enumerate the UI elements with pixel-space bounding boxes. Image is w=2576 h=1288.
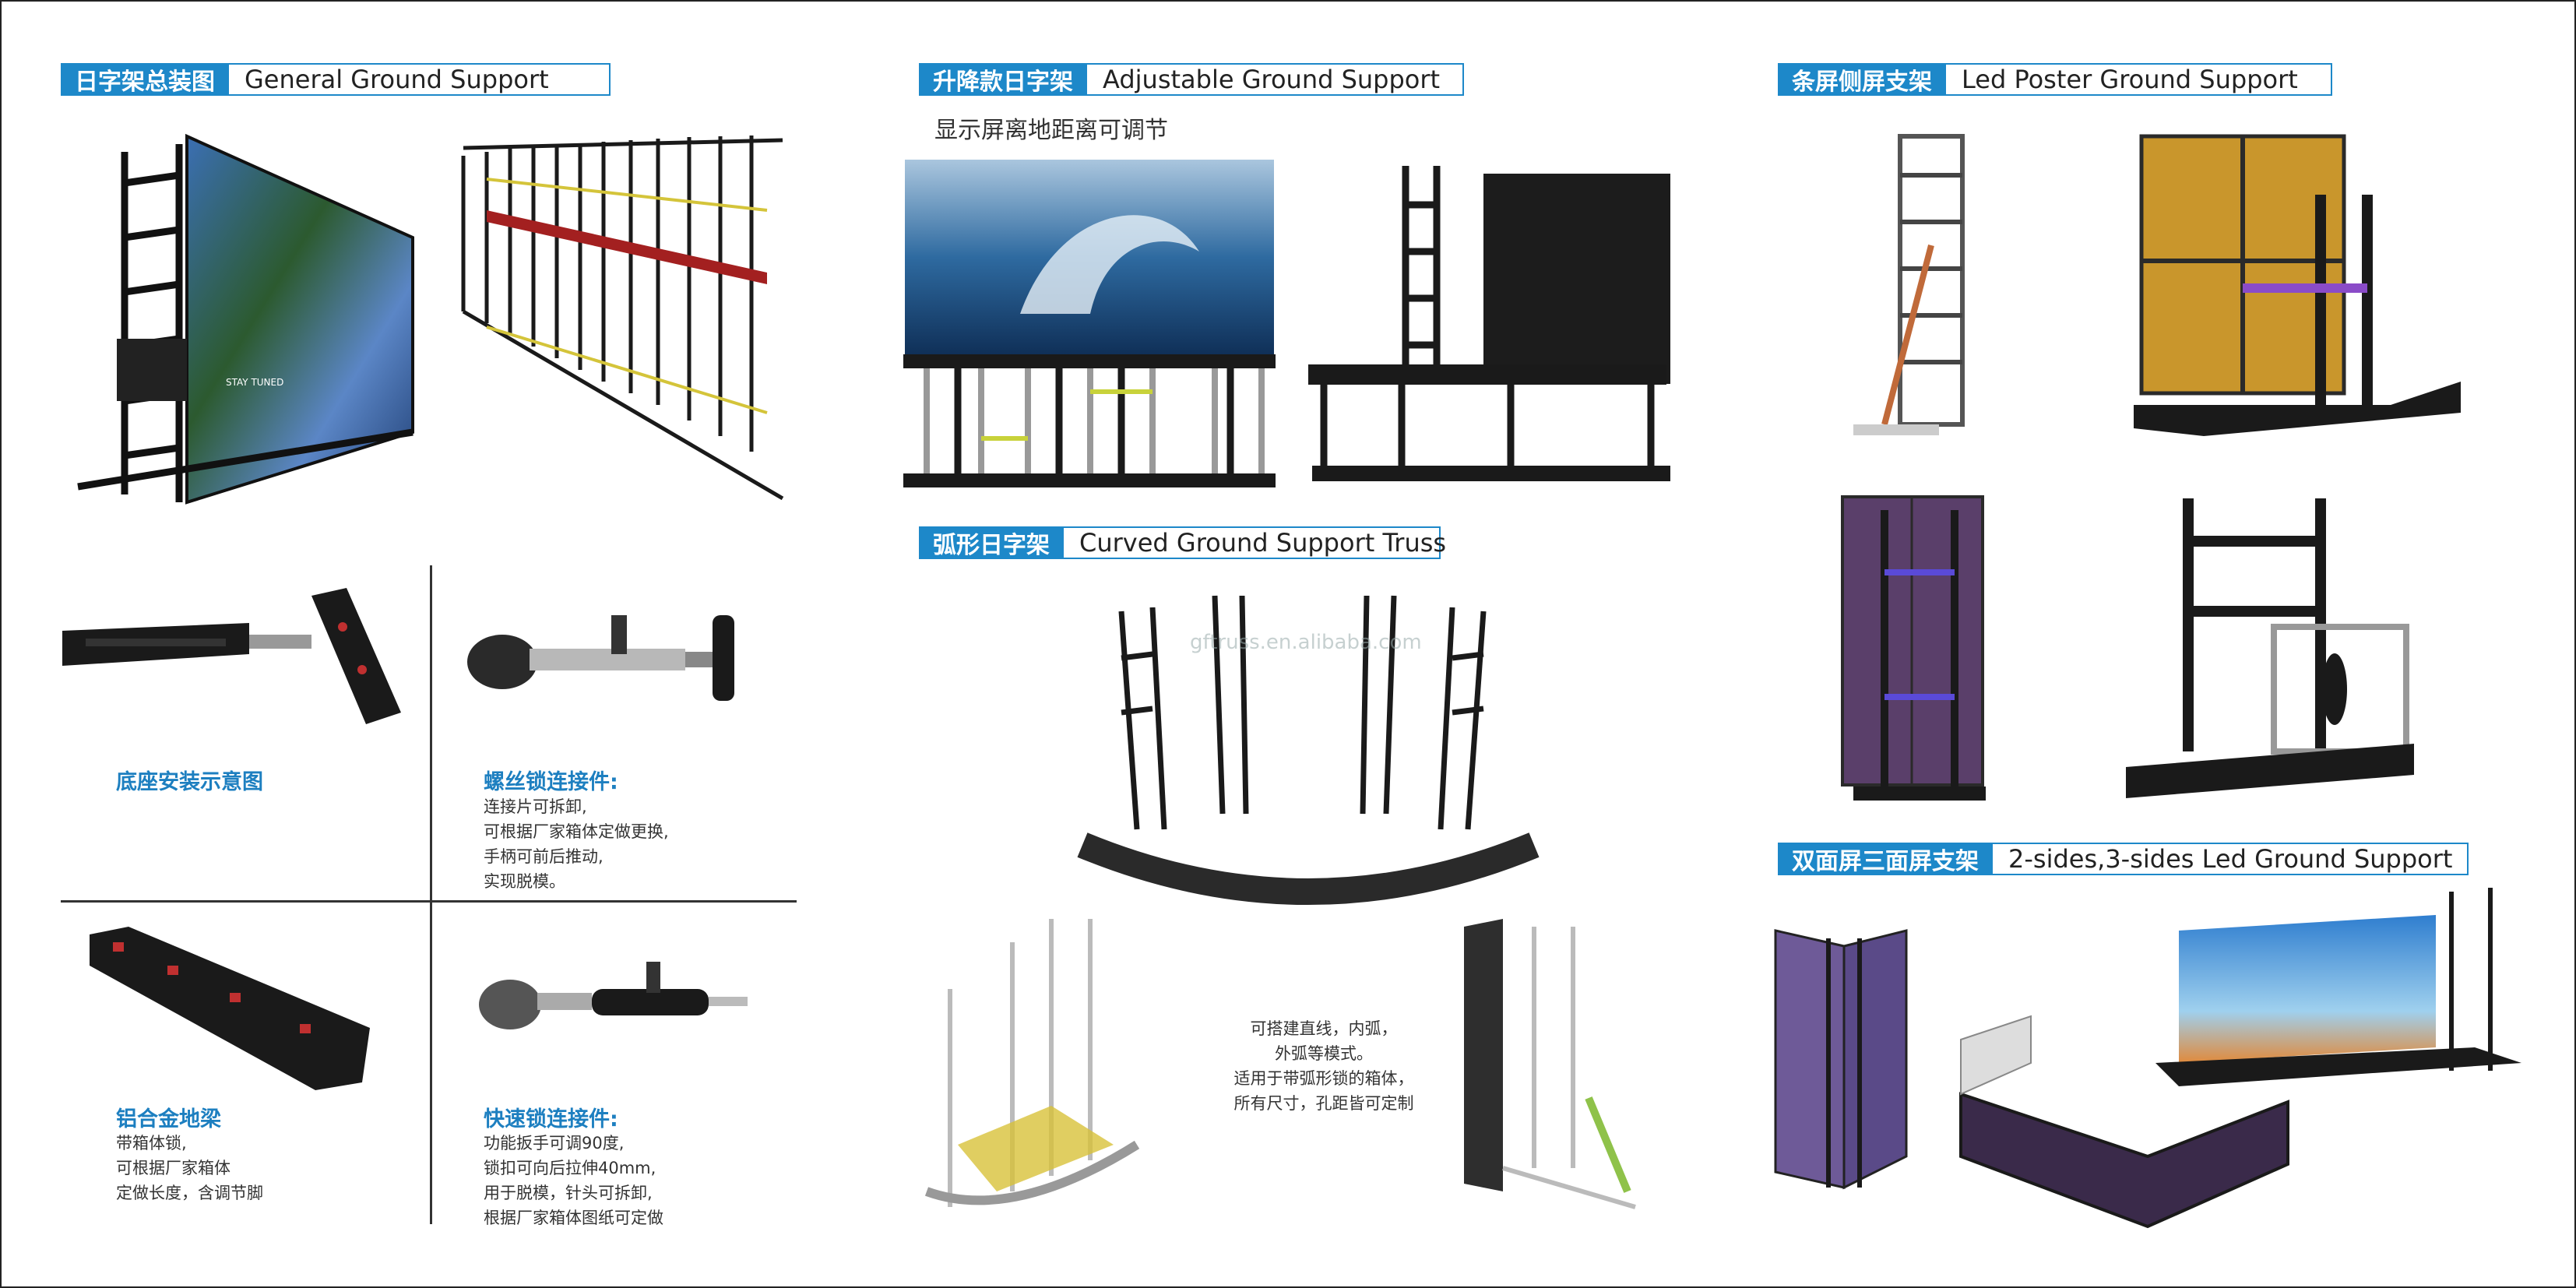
section-title-en: Led Poster Ground Support [1946,63,2332,96]
three-sides-photo [1959,888,2521,1229]
beam-photo [90,927,370,1090]
wave-screen-photo [903,160,1276,487]
section-title-en: 2-sides,3-sides Led Ground Support [1993,843,2469,875]
section-title-cn: 日字架总装图 [61,63,229,96]
section-title-cn: 双面屏三面屏支架 [1778,843,1993,875]
curved-description: 可搭建直线，内弧， 外弧等模式。 适用于带弧形锁的箱体， 所有尺寸，孔距皆可定制 [1233,1019,1414,1113]
caption-screwlock-body: 连接片可拆卸, 可根据厂家箱体定做更换, 手柄可前后推动, 实现脱模。 [484,797,669,891]
svg-text:STAY TUNED: STAY TUNED [226,377,283,388]
section-header-general: 日字架总装图 General Ground Support [61,63,611,96]
curved-panel-photo [1464,919,1636,1209]
section-title-en: Adjustable Ground Support [1087,63,1464,96]
caption-screwlock-title: 螺丝锁连接件: [484,770,618,794]
caption-beam-title: 铝合金地梁 [116,1107,221,1131]
caption-quicklock-body: 功能扳手可调90度, 锁扣可向后拉伸40mm, 用于脱模，针头可拆卸, 根据厂家… [484,1134,663,1227]
poster-support-photo [1853,134,1965,435]
poster-support-gold-photo [2134,134,2461,436]
poster-frame-cabinet-photo [2126,498,2414,798]
caption-beam-body: 带箱体锁, 可根据厂家箱体 定做长度，含调节脚 [116,1134,263,1202]
poster-purple-panel-photo [1841,495,1986,801]
watermark: gftruss.en.alibaba.com [1190,631,1422,654]
vertical-divider [430,565,432,1224]
curved-truss-photo [1077,595,1540,905]
section-title-en: General Ground Support [229,63,611,96]
horizontal-divider [61,900,797,903]
clamp-photo [467,615,734,701]
quick-clamp-photo [479,962,748,1029]
section-header-adjustable: 升降款日字架 Adjustable Ground Support [919,63,1464,96]
caption-base-title: 底座安装示意图 [116,770,263,794]
section-header-twosides: 双面屏三面屏支架 2-sides,3-sides Led Ground Supp… [1778,843,2469,875]
section-subtitle: 显示屏离地距离可调节 [934,117,1168,144]
ground-support-assembly-photo: STAY TUNED [77,133,414,505]
adjustable-frame-photo [1308,166,1670,481]
section-header-curved: 弧形日字架 Curved Ground Support Truss [919,526,1446,559]
base-photo [62,588,401,724]
section-title-cn: 升降款日字架 [919,63,1087,96]
section-title-en: Curved Ground Support Truss [1064,526,1446,559]
two-sides-photo [1774,929,1908,1190]
section-title-cn: 条屏侧屏支架 [1778,63,1946,96]
curved-truss-side-photo [924,919,1140,1207]
frame-only-photo [461,135,784,501]
caption-quicklock-title: 快速锁连接件: [484,1107,618,1131]
section-header-poster: 条屏侧屏支架 Led Poster Ground Support [1778,63,2332,96]
section-title-cn: 弧形日字架 [919,526,1064,559]
